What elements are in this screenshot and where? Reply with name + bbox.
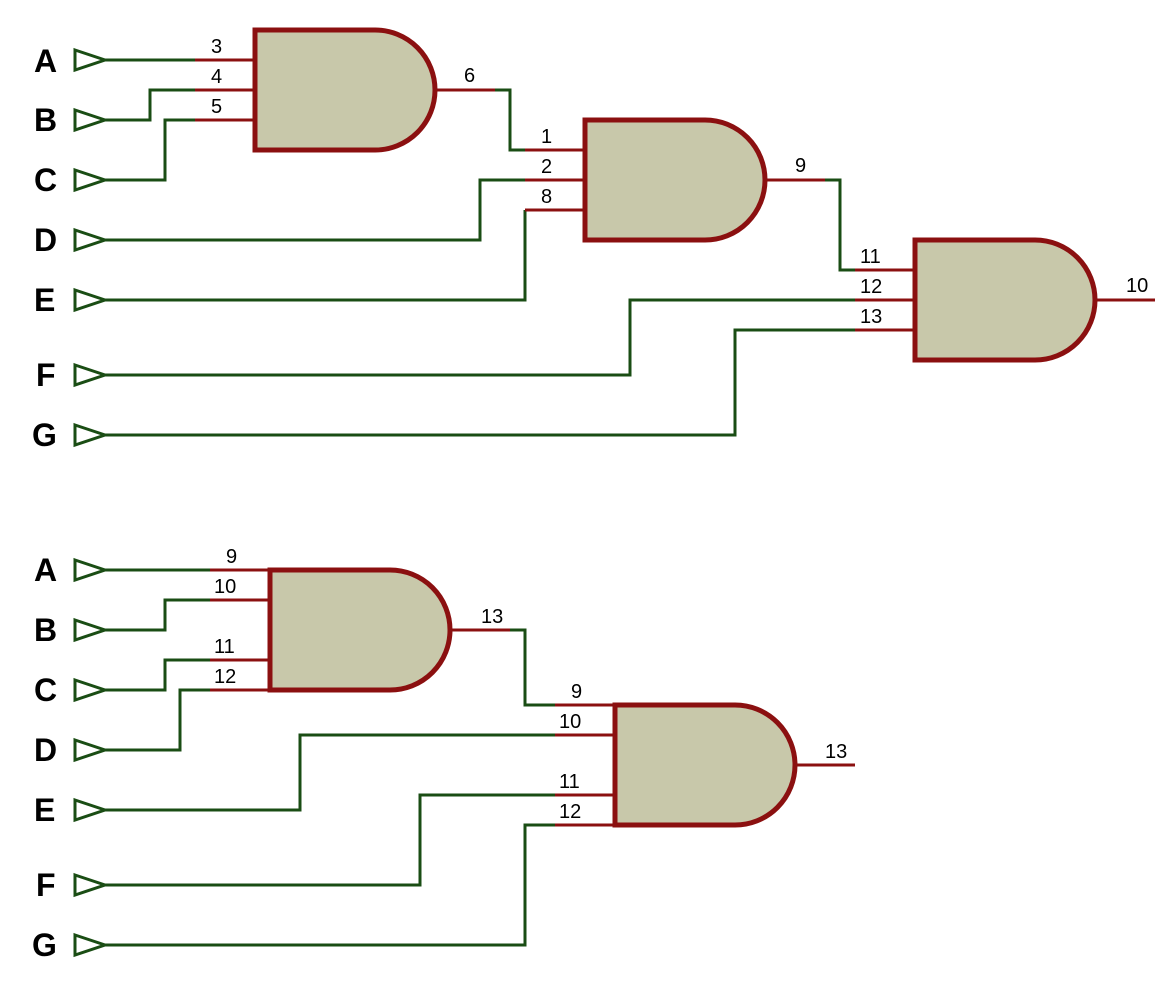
input-label-f: F	[36, 867, 56, 903]
input-terminal-d[interactable]: D	[34, 732, 110, 768]
and-gate-5[interactable]: 9 10 11 12 13	[555, 681, 855, 828]
input-label-b: B	[34, 612, 57, 648]
pin-label: 5	[211, 96, 222, 118]
input-terminal-d[interactable]: D	[34, 222, 110, 258]
pin-label: 3	[211, 36, 222, 58]
pin-label: 13	[481, 606, 503, 628]
gate-input-pins	[210, 568, 270, 692]
input-terminal-f[interactable]: F	[36, 357, 110, 393]
pin-label: 10	[1126, 275, 1148, 297]
wire	[825, 178, 855, 272]
wire	[105, 658, 210, 692]
input-triangle-icon	[73, 872, 110, 898]
input-triangle-icon	[73, 797, 110, 823]
and-gate-body	[267, 567, 453, 693]
wire	[105, 823, 555, 947]
input-triangle-icon	[73, 167, 110, 193]
input-label-g: G	[32, 927, 57, 963]
pin-label: 10	[559, 711, 581, 733]
input-triangle-icon	[73, 932, 110, 958]
input-triangle-icon	[73, 677, 110, 703]
input-label-d: D	[34, 732, 57, 768]
and-gate-3[interactable]: 11 12 13 10	[855, 237, 1155, 363]
input-label-a: A	[34, 552, 57, 588]
wire	[105, 178, 525, 242]
and-gate-body	[582, 117, 768, 243]
gate-input-pins	[525, 148, 585, 212]
gate-input-pins	[555, 703, 615, 827]
input-terminal-c[interactable]: C	[34, 162, 110, 198]
pin-label: 8	[541, 186, 552, 208]
circuit-1: A B C D E F G	[32, 27, 1155, 453]
input-label-c: C	[34, 162, 57, 198]
wire	[495, 88, 525, 152]
wire	[105, 733, 555, 812]
pin-label: 11	[860, 246, 881, 268]
wire	[105, 688, 210, 752]
input-label-b: B	[34, 102, 57, 138]
pin-label: 12	[860, 276, 882, 298]
and-gate-2[interactable]: 1 2 8 9	[525, 117, 825, 243]
wire	[105, 598, 210, 632]
wire	[105, 793, 555, 887]
gate-input-pins	[195, 58, 255, 122]
input-label-d: D	[34, 222, 57, 258]
input-label-a: A	[34, 43, 57, 79]
input-triangle-icon	[73, 737, 110, 763]
pin-label: 9	[571, 681, 582, 703]
circuit-2: A B C D E F G	[32, 546, 855, 963]
input-triangle-icon	[73, 362, 110, 388]
and-gate-1[interactable]: 3 4 5 6	[195, 27, 495, 153]
input-terminal-c[interactable]: C	[34, 672, 110, 708]
pin-label: 9	[795, 155, 806, 177]
input-triangle-icon	[73, 557, 110, 583]
input-label-g: G	[32, 417, 57, 453]
wire	[105, 118, 195, 182]
input-triangle-icon	[73, 287, 110, 313]
wires	[105, 58, 855, 437]
wire	[105, 328, 855, 437]
gate-input-pins	[855, 268, 915, 332]
wire	[105, 210, 527, 302]
pin-label: 13	[860, 306, 882, 328]
pin-label: 1	[541, 126, 552, 148]
wire	[105, 298, 855, 377]
pin-label: 2	[541, 156, 552, 178]
input-terminal-g[interactable]: G	[32, 927, 110, 963]
input-triangle-icon	[73, 47, 110, 73]
input-label-e: E	[34, 792, 55, 828]
and-gate-body	[612, 702, 798, 828]
pin-label: 6	[464, 65, 475, 87]
input-terminal-b[interactable]: B	[34, 102, 110, 138]
wire	[105, 88, 195, 122]
pin-label: 4	[211, 66, 222, 88]
input-label-c: C	[34, 672, 57, 708]
and-gate-body	[912, 237, 1098, 363]
and-gate-body	[252, 27, 438, 153]
pin-label: 13	[825, 741, 847, 763]
input-terminal-g[interactable]: G	[32, 417, 110, 453]
input-terminal-e[interactable]: E	[34, 282, 110, 318]
pin-label: 11	[559, 771, 580, 793]
pin-label: 10	[214, 576, 236, 598]
input-triangle-icon	[73, 227, 110, 253]
input-terminal-e[interactable]: E	[34, 792, 110, 828]
input-triangle-icon	[73, 107, 110, 133]
input-triangle-icon	[73, 617, 110, 643]
input-terminal-a[interactable]: A	[34, 552, 110, 588]
input-terminal-b[interactable]: B	[34, 612, 110, 648]
pin-label: 9	[226, 546, 237, 568]
wire	[510, 628, 555, 707]
wires	[105, 568, 555, 947]
input-label-e: E	[34, 282, 55, 318]
pin-label: 12	[559, 801, 581, 823]
pin-label: 12	[214, 666, 236, 688]
pin-label: 11	[214, 636, 235, 658]
and-gate-4[interactable]: 9 10 11 12 13	[210, 546, 510, 693]
input-terminal-a[interactable]: A	[34, 43, 110, 79]
input-triangle-icon	[73, 422, 110, 448]
input-label-f: F	[36, 357, 56, 393]
input-terminal-f[interactable]: F	[36, 867, 110, 903]
